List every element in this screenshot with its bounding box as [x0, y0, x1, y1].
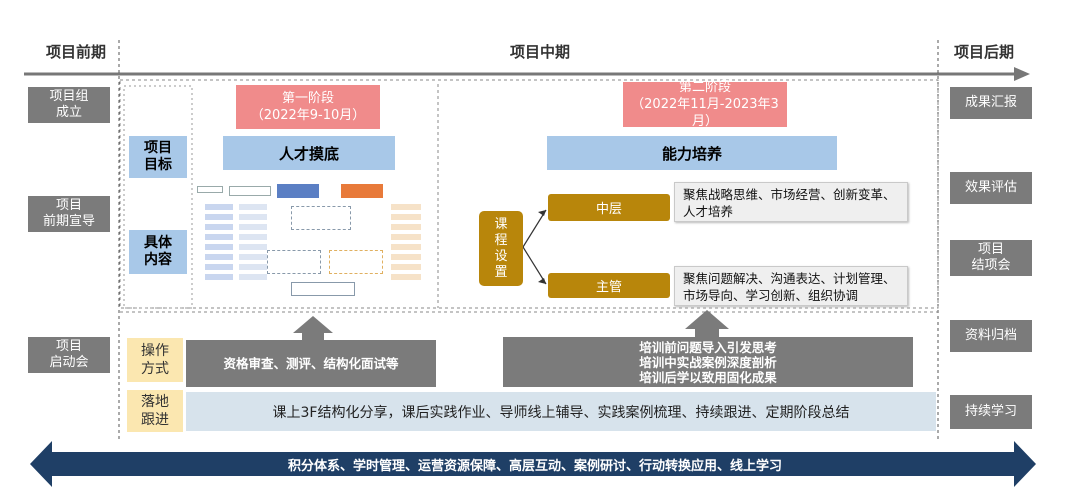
stage1-title: 第一阶段 （2022年9-10月） — [236, 85, 380, 129]
up-arrow-right — [685, 310, 729, 338]
stage2-goal: 能力培养 — [547, 136, 837, 170]
early-item-team: 项目组 成立 — [28, 87, 110, 123]
course-middle-level: 中层 — [548, 194, 670, 221]
bottom-bar-text: 积分体系、学时管理、运营资源保障、高层互动、案例研讨、行动转换应用、线上学习 — [287, 458, 782, 474]
phase-middle-title: 项目中期 — [509, 42, 570, 61]
label-goal: 项目 目标 — [129, 136, 187, 178]
phase-late-title: 项目后期 — [953, 42, 1014, 61]
late-item-report: 成果汇报 — [950, 87, 1032, 119]
course-setting-label: 课 程 设 置 — [479, 211, 523, 286]
timeline-arrowhead — [1014, 67, 1030, 81]
label-column-box — [123, 85, 193, 309]
up-arrow-left — [293, 316, 333, 340]
method-right: 培训前问题导入引发思考 培训中实战案例深度剖析 培训后学以致用固化成果 — [503, 337, 913, 387]
talent-assessment-flowchart-thumbnail — [193, 178, 437, 306]
early-item-kickoff: 项目 启动会 — [28, 337, 110, 373]
branch-supervisor — [522, 246, 547, 285]
late-item-continuous-learning: 持续学习 — [950, 395, 1032, 429]
label-content: 具体 内容 — [129, 230, 187, 274]
course-supervisor-level: 主管 — [548, 273, 670, 298]
method-left: 资格审查、测评、结构化面试等 — [186, 340, 436, 387]
branch-middle — [522, 209, 547, 248]
late-item-archive: 资料归档 — [950, 320, 1032, 352]
label-method: 操作 方式 — [127, 338, 183, 382]
stage2-title: 第二阶段 （2022年11月-2023年3月） — [623, 80, 787, 129]
phase-early-title: 项目前期 — [45, 42, 106, 61]
followup-text: 课上3F结构化分享，课后实践作业、导师线上辅导、实践案例梳理、持续跟进、定期阶段… — [186, 392, 936, 431]
course-supervisor-description: 聚焦问题解决、沟通表达、计划管理、 市场导向、学习创新、组织协调 — [674, 266, 908, 306]
late-item-closing: 项目 结项会 — [950, 240, 1032, 276]
course-middle-description: 聚焦战略思维、市场经营、创新变革、 人才培养 — [674, 182, 908, 222]
label-followup: 落地 跟进 — [127, 390, 183, 432]
early-item-promotion: 项目 前期宣导 — [28, 196, 110, 232]
late-item-evaluation: 效果评估 — [950, 172, 1032, 204]
stage1-goal: 人才摸底 — [223, 136, 395, 170]
